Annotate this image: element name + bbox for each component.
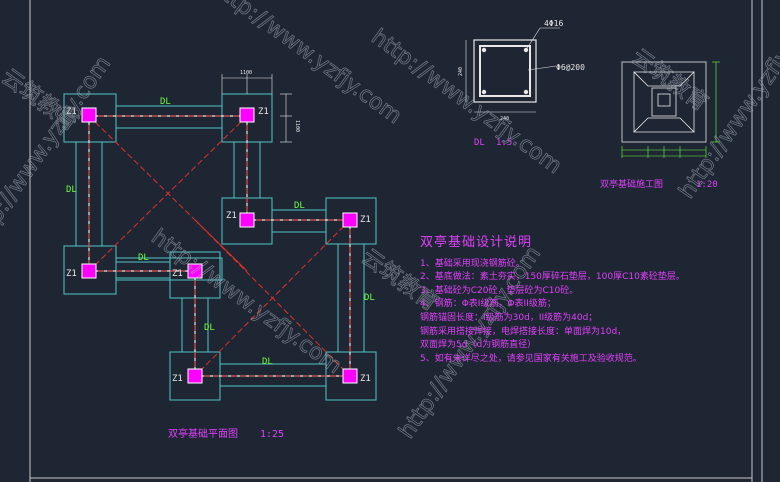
design-notes: 双亭基础设计说明 1、基础采用现浇钢筋砼。 2、基底做法：素土夯实，150厚碎石… bbox=[420, 236, 750, 366]
beam-label: DL bbox=[294, 201, 305, 211]
notes-line: 1、基础采用现浇钢筋砼。 bbox=[420, 258, 525, 269]
detail-title: 双亭基础施工图 bbox=[600, 178, 663, 190]
column-label: Z1 bbox=[226, 211, 237, 221]
column-z1 bbox=[239, 107, 255, 123]
notes-line: 双面焊为5d（d为钢筋直径） bbox=[420, 340, 537, 351]
column-z1 bbox=[81, 107, 97, 123]
foundation-plan: Z1 Z1 Z1 Z1 Z1 Z1 Z1 Z1 DL DL DL DL DL D… bbox=[63, 70, 377, 440]
section-dim-h: 240 bbox=[458, 67, 464, 76]
notes-line: 钢筋采用搭接焊接，电焊搭接长度：单面焊为10d， bbox=[420, 326, 627, 337]
column-z1 bbox=[81, 263, 97, 279]
column-label: Z1 bbox=[172, 374, 183, 384]
column-z1 bbox=[342, 368, 358, 384]
column-label: Z1 bbox=[360, 374, 371, 384]
beam-label: DL bbox=[138, 253, 149, 263]
foundation-detail bbox=[621, 61, 720, 158]
watermark-layer: http://www.yzfjy.com http://www.yzfjy.co… bbox=[0, 0, 780, 444]
plan-scale: 1:25 bbox=[260, 429, 284, 440]
plan-title: 双亭基础平面图 bbox=[168, 427, 238, 440]
section-dim-w: 240 bbox=[500, 116, 509, 122]
beam-section: 4Φ16 Φ6@200 240 240 DL 1:5 bbox=[458, 19, 585, 148]
dimension-text: 1100 bbox=[294, 120, 300, 132]
column-z1 bbox=[187, 368, 203, 384]
section-label: DL bbox=[474, 138, 485, 148]
beam-label: DL bbox=[66, 185, 77, 195]
beam-label: DL bbox=[262, 357, 273, 367]
column-label: Z1 bbox=[258, 107, 269, 117]
dimension-text: 1100 bbox=[240, 70, 252, 76]
rebar-stirrup-label: Φ6@200 bbox=[556, 63, 585, 72]
beam-label: DL bbox=[204, 323, 215, 333]
beam-label: DL bbox=[160, 97, 171, 107]
column-label: Z1 bbox=[66, 269, 77, 279]
notes-line: 5、如有未详尽之处，请参见国家有关施工及验收规范。 bbox=[420, 353, 642, 364]
notes-line: 钢筋锚固长度：I级筋为30d，II级筋为40d； bbox=[420, 312, 598, 323]
notes-line: 2、基底做法：素土夯实，150厚碎石垫层，100厚C10素砼垫层。 bbox=[420, 272, 685, 283]
column-label: Z1 bbox=[66, 107, 77, 117]
column-z1 bbox=[187, 263, 203, 279]
column-z1 bbox=[239, 212, 255, 228]
section-scale: 1:5 bbox=[496, 138, 512, 148]
column-z1 bbox=[342, 212, 358, 228]
watermark-text: http://www.yzfjy.com bbox=[146, 225, 346, 380]
rebar-main-label: 4Φ16 bbox=[544, 19, 563, 28]
notes-title: 双亭基础设计说明 bbox=[420, 235, 533, 250]
notes-line: 3、基础砼为C20砼，垫层砼为C10砼。 bbox=[420, 285, 579, 296]
notes-line: 4、钢筋：Φ表I级筋，Φ表II级筋； bbox=[420, 299, 556, 310]
beam-label: DL bbox=[364, 293, 375, 303]
column-label: Z1 bbox=[172, 269, 183, 279]
watermark-text: http://www.yzfjy.com bbox=[206, 0, 406, 129]
detail-scale: 1:20 bbox=[696, 180, 718, 190]
column-label: Z1 bbox=[360, 215, 371, 225]
